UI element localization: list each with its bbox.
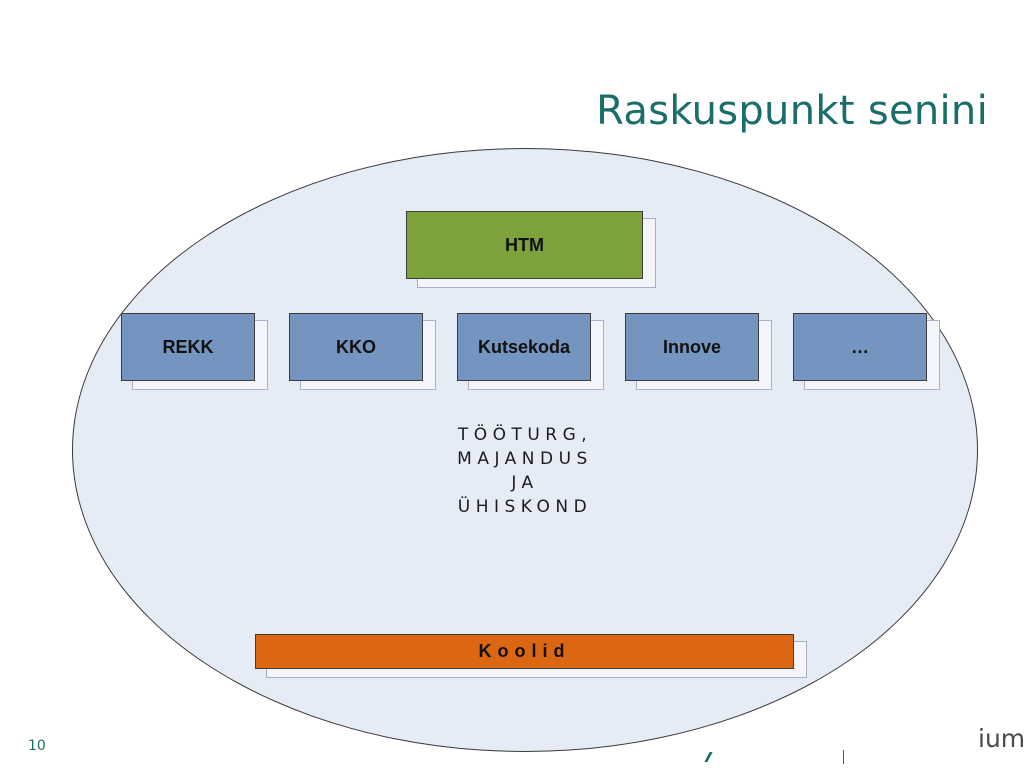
htm-box: HTM (406, 211, 643, 279)
slide-title: Raskuspunkt senini (596, 88, 988, 134)
rekk-box: REKK (121, 313, 255, 381)
footer-logo-accent (704, 752, 713, 762)
ellipsis-box: … (793, 313, 927, 381)
center-label-line: ÜHISKOND (457, 497, 593, 517)
center-label-line: TÖÖTURG, (457, 425, 593, 445)
center-label-line: JA (511, 473, 539, 493)
footer-logo-text: ium (978, 724, 1024, 753)
page-number: 10 (28, 738, 46, 754)
kko-box: KKO (289, 313, 423, 381)
koolid-box: Koolid (255, 634, 794, 669)
center-label-line: MAJANDUS (457, 449, 593, 469)
innove-box: Innove (625, 313, 759, 381)
center-label: TÖÖTURG, MAJANDUS JA ÜHISKOND (375, 423, 675, 519)
kutsekoda-box: Kutsekoda (457, 313, 591, 381)
footer-logo-mark (843, 750, 844, 764)
